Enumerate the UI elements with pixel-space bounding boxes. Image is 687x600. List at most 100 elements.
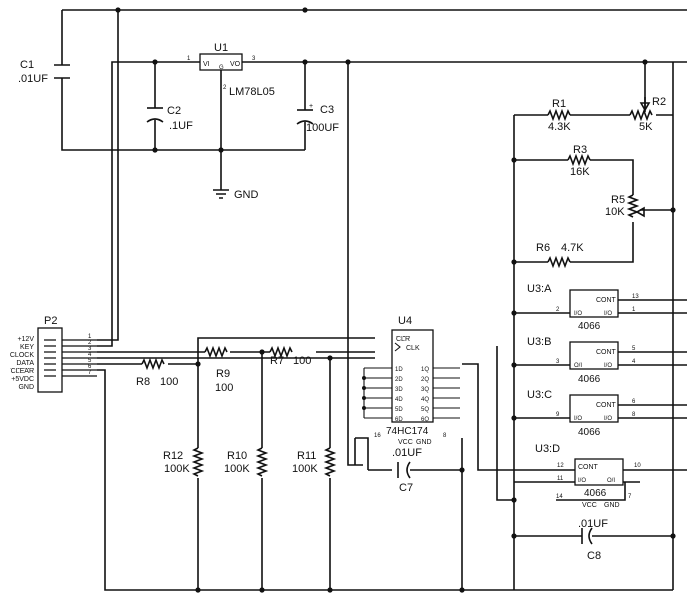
u4-out-5q: 5Q — [421, 407, 429, 413]
u3c-cont: CONT — [596, 402, 617, 409]
capacitor-c2: C2 .1UF — [146, 105, 193, 132]
c3-ref: C3 — [320, 104, 334, 116]
u4-out-2q: 2Q — [421, 377, 429, 383]
p2-pin3-label: CLOCK — [10, 352, 34, 359]
connector-p2: P2 1 2 3 4 5 6 7 +12V KEY CLOCK DATA CLE… — [10, 315, 97, 393]
capacitor-c3: + C3 100UF — [296, 103, 339, 134]
gnd-label: GND — [234, 189, 259, 201]
switch-u3d: U3:D CONT I/O O/I 12 11 10 4066 14 VCC G… — [535, 443, 641, 509]
c1-value: .01UF — [18, 73, 48, 85]
capacitor-c8: .01UF C8 — [578, 518, 608, 562]
p2-pin7-num: 7 — [88, 370, 92, 376]
r9-value: 100 — [215, 382, 233, 394]
u3b-pin-c: 3 — [556, 359, 560, 365]
p2-pin5-num: 5 — [88, 358, 92, 364]
resistor-r7: R7 100 — [269, 345, 311, 367]
switch-u3c: U3:C CONT I/O I/O 6 8 9 4066 — [527, 389, 636, 438]
r2-ref: R2 — [652, 96, 666, 108]
r12-ref: R12 — [163, 450, 183, 462]
u3c-part: 4066 — [578, 427, 601, 438]
u3c-pin-c: 9 — [556, 412, 560, 418]
p2-pin7-label: GND — [18, 384, 34, 391]
p2-pin3-num: 3 — [88, 346, 92, 352]
u3a-pin-a: 13 — [632, 294, 639, 300]
u4-in-6d: 6D — [395, 417, 403, 423]
c8-ref: C8 — [587, 550, 601, 562]
u4-out-3q: 3Q — [421, 387, 429, 393]
u3c-ref: U3:C — [527, 389, 552, 401]
r1-value: 4.3K — [548, 121, 571, 133]
c7-value: .01UF — [392, 447, 422, 459]
u3b-cont: CONT — [596, 349, 617, 356]
ground-symbol: GND — [213, 189, 259, 201]
p2-pin2-num: 2 — [88, 340, 92, 346]
r5-ref: R5 — [611, 194, 625, 206]
u3d-ref: U3:D — [535, 443, 560, 455]
resistor-r12: R12 100K — [163, 447, 205, 477]
r11-value: 100K — [292, 463, 318, 475]
u3d-cont: CONT — [578, 464, 599, 471]
r1-ref: R1 — [552, 98, 566, 110]
p2-pin1-num: 1 — [88, 334, 92, 340]
switch-u3a: U3:A CONT I/O I/O 13 1 2 4066 — [527, 283, 639, 332]
u3a-part: 4066 — [578, 321, 601, 332]
u3a-pin-b: 1 — [632, 307, 636, 313]
junctions — [115, 7, 676, 593]
p2-pin4-label: DATA — [16, 360, 34, 367]
u3b-pin-a: 5 — [632, 346, 636, 352]
c2-value: .1UF — [169, 120, 193, 132]
r6-value: 4.7K — [561, 242, 584, 254]
u3c-io1: I/O — [574, 416, 582, 422]
resistor-r8: R8 100 — [136, 357, 178, 388]
u4-out-1q: 1Q — [421, 367, 429, 373]
r8-ref: R8 — [136, 376, 150, 388]
p2-pin6-label: +5VDC — [11, 376, 34, 383]
r6-ref: R6 — [536, 242, 550, 254]
resistor-r3: R3 16K — [567, 144, 591, 178]
r10-value: 100K — [224, 463, 250, 475]
u3b-pin-b: 4 — [632, 359, 636, 365]
c1-ref: C1 — [20, 59, 34, 71]
u1-pin1: 1 — [187, 56, 191, 62]
u3c-io2: I/O — [604, 416, 612, 422]
resistor-r9: R9 100 — [204, 345, 233, 394]
u3b-io2: I/O — [604, 363, 612, 369]
regulator-u1: U1 VI VO G 1 3 2 LM78L05 — [187, 42, 275, 98]
r9-ref: R9 — [216, 368, 230, 380]
p2-pin6-num: 6 — [88, 364, 92, 370]
u4-in-3d: 3D — [395, 387, 403, 393]
u3d-part: 4066 — [584, 488, 607, 499]
p2-ref: P2 — [44, 315, 57, 327]
c7-ref: C7 — [399, 482, 413, 494]
u1-part: LM78L05 — [229, 86, 275, 98]
c2-ref: C2 — [167, 105, 181, 117]
resistor-r11: R11 100K — [292, 447, 337, 477]
p2-pin2-label: KEY — [20, 344, 34, 351]
potentiometer-r2: R2 5K — [629, 96, 666, 133]
u4-vcc: VCC — [398, 439, 413, 446]
u3d-io1: I/O — [578, 478, 586, 484]
r5-value: 10K — [605, 206, 625, 218]
u3a-io1: I/O — [574, 311, 582, 317]
r7-value: 100 — [293, 355, 311, 367]
u1-pin-vi: VI — [203, 61, 210, 68]
resistor-r10: R10 100K — [224, 447, 269, 477]
c8-value: .01UF — [578, 518, 608, 530]
r10-ref: R10 — [227, 450, 247, 462]
u4-out-4q: 4Q — [421, 397, 429, 403]
r8-value: 100 — [160, 376, 178, 388]
r7-ref: R7 — [270, 355, 284, 367]
u3d-pin7: 7 — [628, 494, 632, 500]
potentiometer-r5: R5 10K — [605, 194, 645, 218]
ic-u4: U4 CLR CLK 1D 2D 3D 4D 5D 6D 1Q 2Q 3Q 4Q… — [374, 315, 447, 446]
resistor-r1: R1 4.3K — [547, 98, 571, 133]
u4-clk: CLK — [406, 345, 420, 352]
u4-part: 74HC174 — [386, 426, 429, 437]
u4-gnd: GND — [416, 439, 432, 446]
p2-pin4-num: 4 — [88, 352, 92, 358]
u3c-pin-b: 8 — [632, 412, 636, 418]
u3d-pin-a: 12 — [557, 463, 564, 469]
u4-in-2d: 2D — [395, 377, 403, 383]
u3d-pin14: 14 — [556, 494, 563, 500]
